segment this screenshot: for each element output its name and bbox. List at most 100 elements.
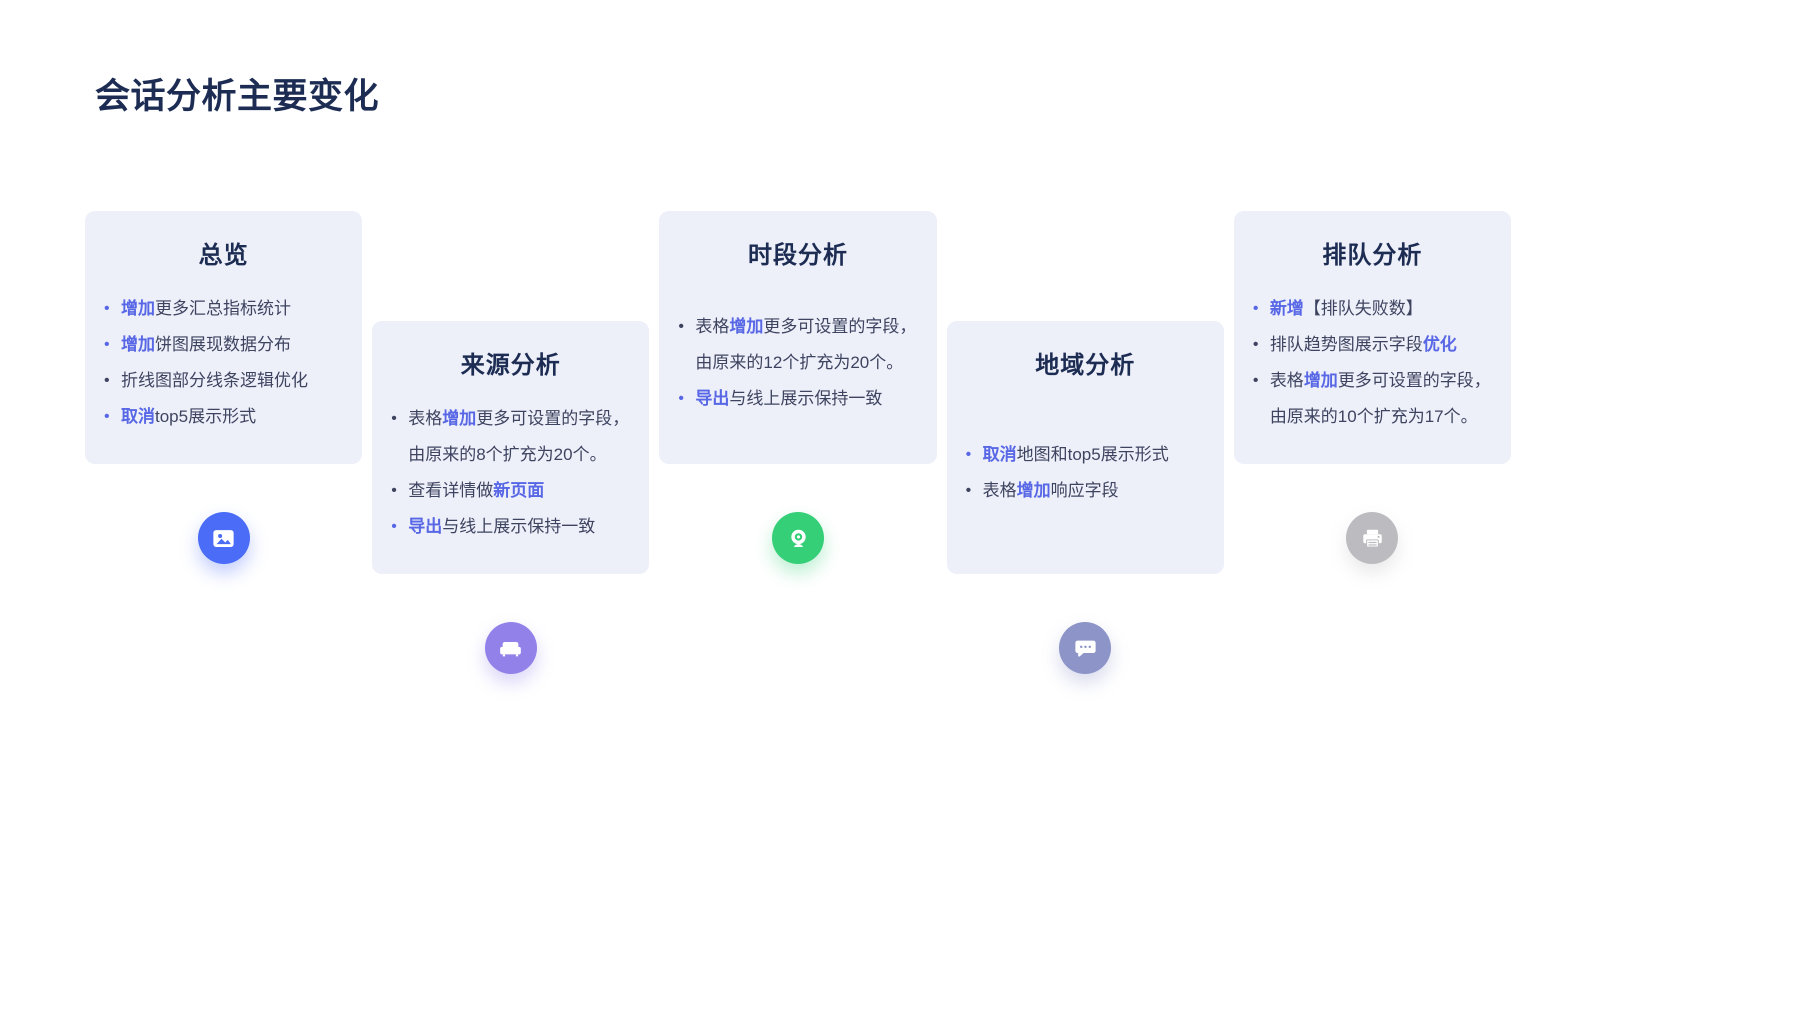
card-title: 时段分析: [748, 242, 848, 269]
card-column: 来源分析 • 表格增加更多可设置的字段，由原来的8个扩充为20个。 • 查看详情做新页…: [372, 321, 650, 674]
bullet-text: 表格增加响应字段: [983, 473, 1208, 509]
keyword-highlight: 导出: [408, 517, 443, 536]
image-icon: [197, 512, 250, 564]
keyword-highlight: 新增: [1269, 299, 1304, 318]
card-column: 排队分析 • 新增【排队失败数】 • 排队趋势图展示字段优化 • 表格增加更多可设置的字段…: [1233, 211, 1512, 564]
card-bullets: • 表格增加更多可设置的字段，由原来的8个扩充为20个。 • 查看详情做新页面 • 导出与…: [388, 388, 633, 558]
cards-row: 总览 •增加更多汇总指标统计•增加饼图展现数据分布•折线图部分线条逻辑优化•取消…: [85, 211, 1512, 674]
text-segment: 【排队失败数】: [1303, 299, 1423, 318]
text-segment: 表格: [695, 317, 730, 336]
text-segment: top5展示形式: [155, 407, 257, 426]
card-title: 总览: [198, 242, 249, 269]
card-bullets: • 增加更多汇总指标统计 • 增加饼图展现数据分布 • 折线图部分线条逻辑优化 • 取消top…: [101, 278, 346, 448]
bullet-marker: •: [678, 318, 685, 335]
bullet-text: 排队趋势图展示字段优化: [1270, 327, 1495, 363]
card-column: 地域分析 • 取消地图和top5展示形式 • 表格增加响应字段: [946, 321, 1224, 674]
icon-wrap: [772, 512, 824, 564]
card: 排队分析 • 新增【排队失败数】 • 排队趋势图展示字段优化 • 表格增加更多可设置的字段…: [1233, 211, 1512, 464]
bullet-text: 导出与线上展示保持一致: [695, 381, 920, 417]
text-segment: 表格: [408, 409, 443, 428]
text-segment: 响应字段: [1050, 481, 1119, 500]
card-column: 总览 • 增加更多汇总指标统计 • 增加饼图展现数据分布 • 折线图部分线条逻辑优化 • 取消…: [85, 211, 363, 564]
icon-wrap: [1346, 512, 1399, 564]
bullet-text: 取消地图和top5展示形式: [983, 437, 1208, 473]
keyword-highlight: 增加: [121, 299, 155, 318]
bullet-text: 表格增加更多可设置的字段，由原来的8个扩充为20个。: [408, 401, 633, 473]
text-segment: 折线图部分线条逻辑优化: [121, 371, 308, 390]
card-column: 时段分析 • 表格增加更多可设置的字段，由原来的12个扩充为20个。 • 导出与线上展…: [659, 211, 937, 564]
text-segment: 查看详情做: [408, 481, 494, 500]
text-segment: 表格: [1269, 371, 1304, 390]
bullet-marker: •: [965, 446, 972, 463]
bullet-text: 折线图部分线条逻辑优化: [121, 363, 346, 399]
bullet-text: 增加饼图展现数据分布: [121, 327, 346, 363]
card-title: 排队分析: [1322, 242, 1423, 269]
bullet-marker: •: [965, 482, 972, 499]
bullet-item: • 导出与线上展示保持一致: [675, 381, 920, 417]
keyword-highlight: 增加: [729, 317, 764, 336]
card: 总览 • 增加更多汇总指标统计 • 增加饼图展现数据分布 • 折线图部分线条逻辑优化 • 取消…: [85, 211, 363, 464]
bullet-item: • 导出与线上展示保持一致: [388, 509, 633, 545]
text-segment: 与线上展示保持一致: [442, 517, 596, 536]
card: 时段分析 • 表格增加更多可设置的字段，由原来的12个扩充为20个。 • 导出与线上展…: [659, 211, 937, 464]
bullet-text: 增加更多汇总指标统计: [121, 291, 346, 327]
text-segment: 更多可设置的字段，由原来的12个扩充为20个。: [695, 317, 917, 372]
bullet-marker: •: [678, 390, 685, 407]
bullet-item: • 增加更多汇总指标统计: [101, 291, 346, 327]
bullet-item: • 排队趋势图展示字段优化: [1250, 327, 1495, 363]
bullet-item: • 折线图部分线条逻辑优化: [101, 363, 346, 399]
keyword-highlight: 增加: [1016, 481, 1051, 500]
bullet-marker: •: [104, 408, 110, 425]
card: 地域分析 • 取消地图和top5展示形式 • 表格增加响应字段: [946, 321, 1224, 574]
sofa-icon: [484, 622, 537, 674]
bullet-marker: •: [1252, 372, 1259, 389]
printer-icon: [1346, 512, 1399, 564]
chat-icon: [1059, 622, 1112, 674]
bullet-item: • 增加饼图展现数据分布: [101, 327, 346, 363]
icon-wrap: [197, 512, 250, 564]
card-title: 地域分析: [1035, 352, 1136, 379]
bullet-item: • 表格增加更多可设置的字段，由原来的8个扩充为20个。: [388, 401, 633, 473]
bullet-text: 表格增加更多可设置的字段，由原来的12个扩充为20个。: [695, 309, 920, 381]
text-segment: 与线上展示保持一致: [729, 389, 883, 408]
bullet-marker: •: [1252, 300, 1259, 317]
card-title: 来源分析: [460, 352, 561, 379]
text-segment: 饼图展现数据分布: [155, 335, 291, 354]
bullet-text: 查看详情做新页面: [408, 473, 633, 509]
keyword-highlight: 取消: [982, 445, 1017, 464]
text-segment: 更多汇总指标统计: [155, 299, 291, 318]
keyword-highlight: 新页面: [493, 481, 545, 500]
bullet-item: • 表格增加响应字段: [963, 473, 1208, 509]
bullet-item: • 取消top5展示形式: [101, 399, 346, 435]
icon-wrap: [484, 622, 537, 674]
icon-wrap: [1059, 622, 1112, 674]
keyword-highlight: 增加: [1303, 371, 1338, 390]
keyword-highlight: 导出: [695, 389, 730, 408]
bullet-marker: •: [1252, 336, 1259, 353]
text-segment: 排队趋势图展示字段: [1269, 335, 1423, 354]
bullet-marker: •: [391, 482, 397, 499]
bullet-marker: •: [391, 410, 397, 427]
bullet-item: • 取消地图和top5展示形式: [963, 437, 1208, 473]
card-bullets: • 表格增加更多可设置的字段，由原来的12个扩充为20个。 • 导出与线上展示保持一致: [675, 278, 920, 448]
bullet-text: 表格增加更多可设置的字段，由原来的10个扩充为17个。: [1270, 363, 1495, 435]
bullet-text: 新增【排队失败数】: [1270, 291, 1495, 327]
text-segment: 地图和top5展示形式: [1016, 445, 1169, 464]
page-title: 会话分析主要变化: [95, 77, 380, 116]
keyword-highlight: 取消: [121, 407, 155, 426]
bullet-marker: •: [104, 372, 110, 389]
keyword-highlight: 增加: [121, 335, 155, 354]
text-segment: 更多可设置的字段，由原来的10个扩充为17个。: [1269, 371, 1491, 426]
card-bullets: • 取消地图和top5展示形式 • 表格增加响应字段: [963, 388, 1208, 558]
bullet-text: 导出与线上展示保持一致: [408, 509, 633, 545]
text-segment: 表格: [982, 481, 1017, 500]
bullet-item: • 查看详情做新页面: [388, 473, 633, 509]
card: 来源分析 • 表格增加更多可设置的字段，由原来的8个扩充为20个。 • 查看详情做新页…: [372, 321, 650, 574]
bullet-marker: •: [104, 300, 110, 317]
bullet-marker: •: [391, 518, 397, 535]
bullet-item: • 新增【排队失败数】: [1250, 291, 1495, 327]
bullet-item: • 表格增加更多可设置的字段，由原来的12个扩充为20个。: [675, 309, 920, 381]
keyword-highlight: 优化: [1422, 335, 1457, 354]
bullet-marker: •: [104, 336, 110, 353]
